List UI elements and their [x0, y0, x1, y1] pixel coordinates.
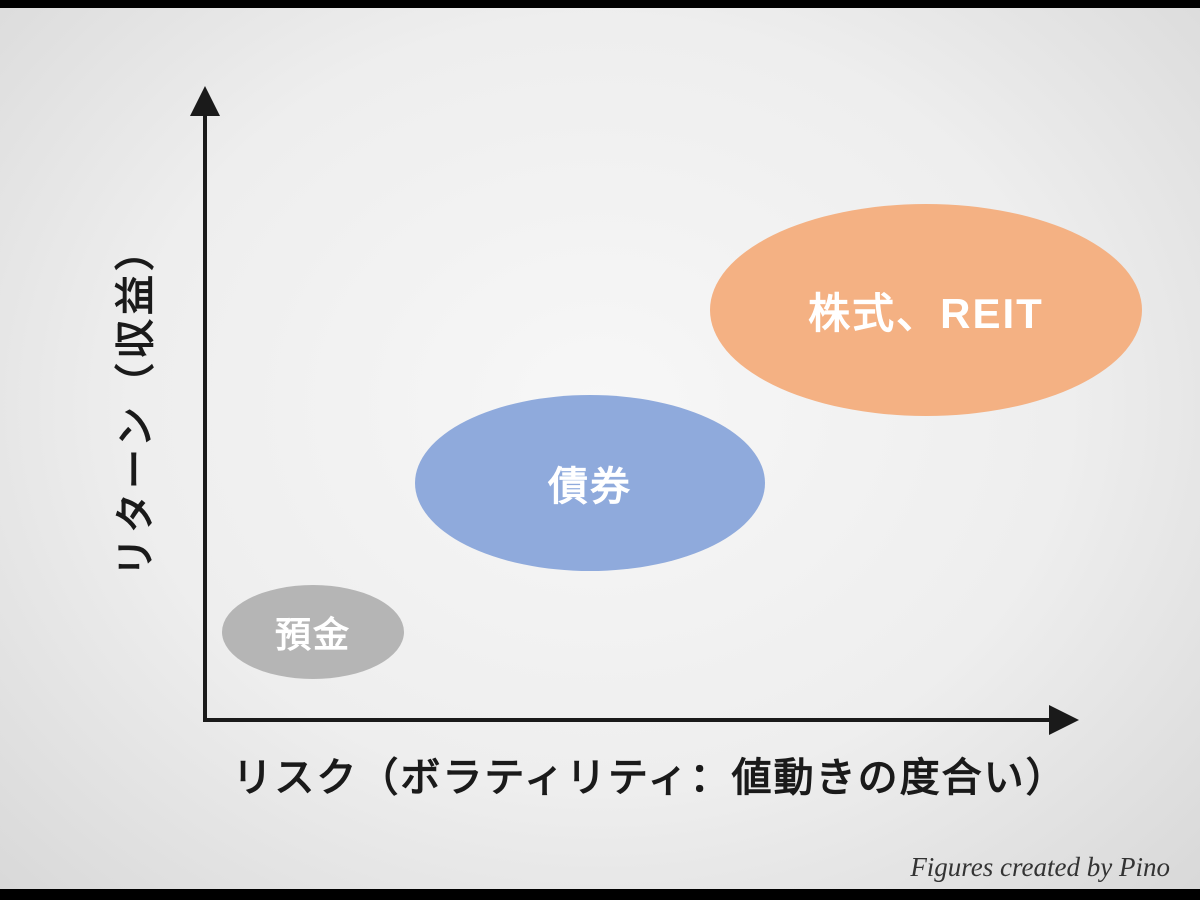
bubble-deposit: 預金 — [222, 585, 404, 679]
bubble-stocks-label: 株式、REIT — [808, 289, 1044, 337]
y-axis-label: リターン（収益） — [114, 227, 158, 577]
bottom-letterbox-bar — [0, 889, 1200, 900]
credit-text: Figures created by Pino — [910, 852, 1170, 882]
bubble-bonds-label: 債券 — [548, 465, 632, 509]
bubble-bonds: 債券 — [415, 395, 765, 571]
x-axis-label: リスク（ボラティリティ：値動きの度合い） — [232, 756, 1068, 800]
bubble-stocks: 株式、REIT — [710, 204, 1142, 416]
bubble-deposit-label: 預金 — [274, 614, 351, 655]
top-letterbox-bar — [0, 0, 1200, 8]
